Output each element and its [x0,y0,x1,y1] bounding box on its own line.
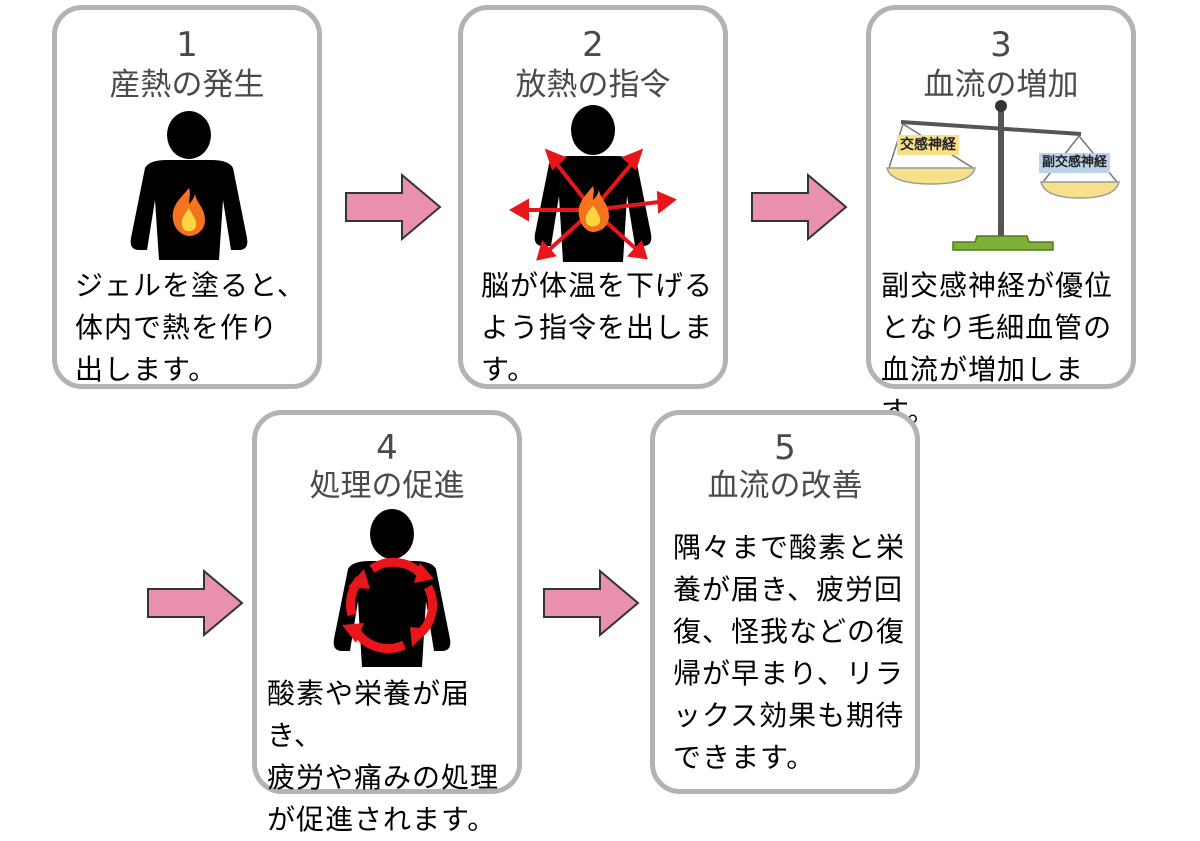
step-card-5: 5 血流の改善 隅々まで酸素と栄 養が届き、疲労回 復、怪我などの復 帰が早まり… [650,410,920,794]
step-title: 血流の増加 [923,67,1079,103]
step-title: 放熱の指令 [515,67,671,103]
step-card-1: 1 産熱の発生 ジェルを塗ると、 体内で熱を作り 出します。 [52,5,322,389]
person-fire-icon [130,111,248,260]
flow-arrow-icon [751,172,848,242]
step-card-4: 4 処理の促進 酸素や栄養が届き、 疲労や痛みの処理 が促進されます。 [252,410,522,836]
step-title: 処理の促進 [309,468,465,504]
step-number: 1 [176,25,198,65]
step-description: 副交感神経が優位 となり毛細血管の 血流が増加します。 [881,269,1114,428]
label-sympathetic: 交感神経 [897,135,959,155]
fire-icon [578,186,609,232]
radiating-arrows [508,148,677,261]
step-title: 産熱の発生 [109,67,265,103]
step-description: 脳が体温を下げる よう指令を出しま す。 [481,269,714,386]
step-number: 3 [990,25,1012,65]
step-description: ジェルを塗ると、 体内で熱を作り 出します。 [75,269,306,386]
person-circulation-icon [333,509,451,667]
step-card-3: 3 血流の増加 交感神経 副交感神経 副交感神経が優位 となり毛細血管の 血流が… [866,5,1136,428]
balance-scale-icon [886,100,1120,251]
step-number: 4 [376,428,398,468]
flow-arrow-icon [345,172,442,242]
label-parasympathetic: 副交感神経 [1039,153,1111,173]
fire-icon [172,188,205,236]
step-description: 隅々まで酸素と栄 養が届き、疲労回 復、怪我などの復 帰が早まり、リラ ックス効… [673,531,906,774]
step-number: 5 [774,428,796,468]
step-card-2: 2 放熱の指令 脳が体温を下げる よう指令を出しま す。 [458,5,728,389]
step-number: 2 [582,25,604,65]
step-title: 血流の改善 [707,468,863,504]
flow-arrow-icon [147,568,244,638]
step-description: 酸素や栄養が届き、 疲労や痛みの処理 が促進されます。 [267,677,500,836]
flow-arrow-icon [543,568,640,638]
person-radiating-arrows-icon [508,105,677,262]
